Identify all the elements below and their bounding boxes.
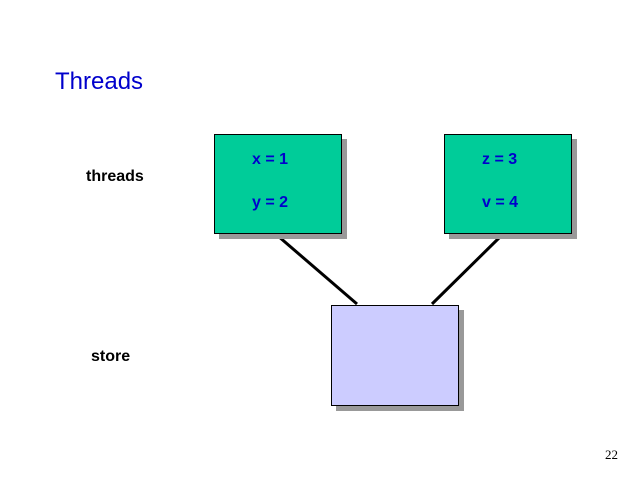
thread-1-var-2: y = 2: [252, 194, 289, 211]
connector-thread1-store: [277, 234, 358, 306]
store-box: [331, 305, 459, 406]
store-row-label: store: [91, 348, 131, 365]
thread-2-var-1: z = 3: [482, 151, 518, 168]
thread-box-1: x = 1 y = 2: [214, 134, 342, 234]
page-number: 22: [605, 447, 618, 462]
thread-1-var-1: x = 1: [252, 151, 289, 168]
connector-thread2-store: [430, 234, 503, 306]
thread-box-2: z = 3 v = 4: [444, 134, 572, 234]
threads-row-label: threads: [86, 168, 144, 185]
slide-title: Threads: [55, 68, 144, 95]
thread-2-var-2: v = 4: [482, 194, 519, 211]
